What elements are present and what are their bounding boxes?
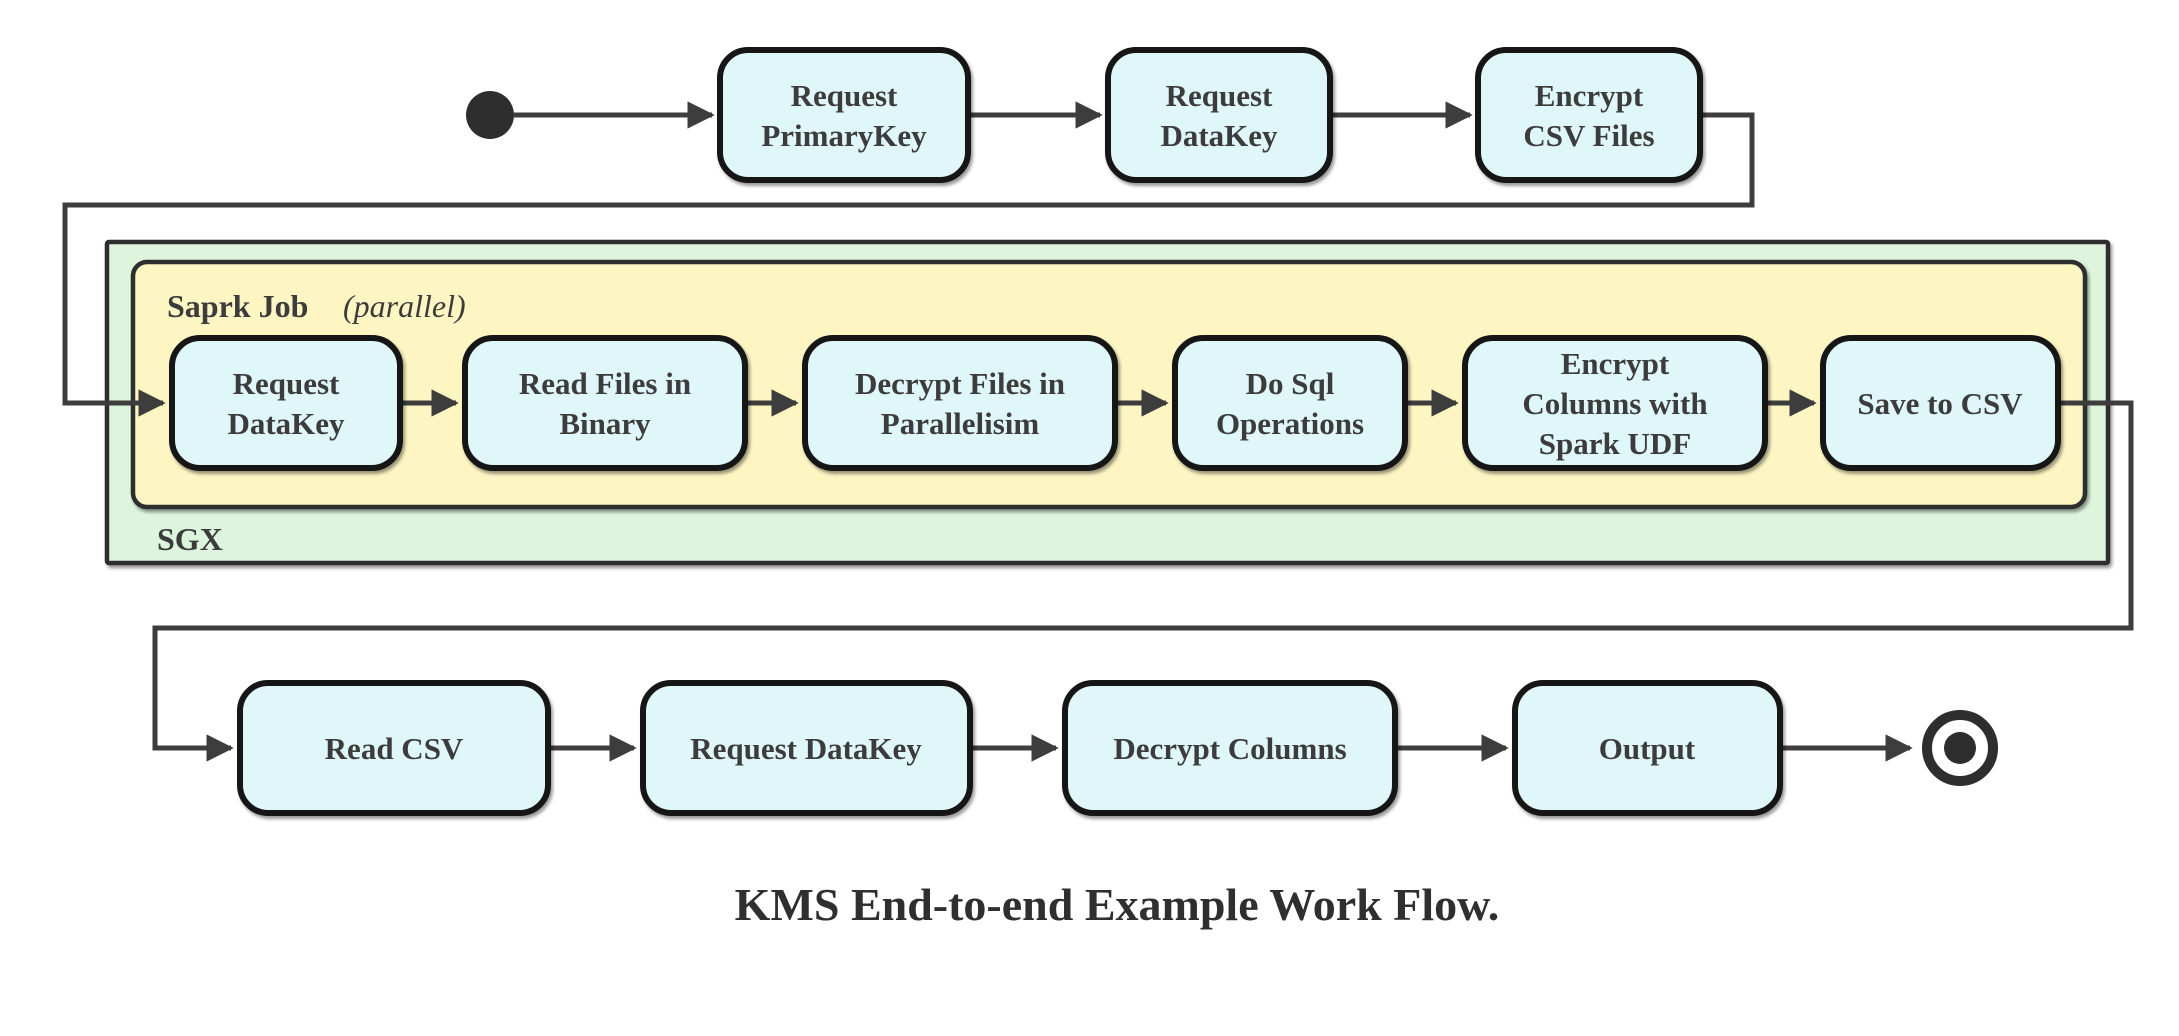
node-label: DataKey	[1160, 118, 1278, 153]
node-box	[640, 680, 973, 816]
node-box	[1512, 680, 1783, 816]
node-label: CSV Files	[1523, 118, 1654, 153]
node-box	[1462, 335, 1768, 471]
node-label: DataKey	[227, 406, 345, 441]
final-state-icon	[1922, 710, 1998, 786]
final-state-dot	[1944, 732, 1976, 764]
node-label: Read Files in	[519, 366, 691, 401]
node-box	[1062, 680, 1398, 816]
node-box	[802, 335, 1118, 471]
node-box	[1172, 335, 1408, 471]
node-box	[717, 47, 971, 183]
node-box	[1475, 47, 1703, 183]
node-label: Spark UDF	[1539, 426, 1691, 461]
node-label: Request	[791, 78, 898, 113]
node-sgx-request-datakey: Request DataKey	[169, 335, 403, 471]
node-save-to-csv: Save to CSV	[1820, 335, 2061, 471]
node-box	[1105, 47, 1333, 183]
node-request-datakey: Request DataKey	[1105, 47, 1333, 183]
node-label: Decrypt Files in	[855, 366, 1065, 401]
node-label: Request	[233, 366, 340, 401]
node-label: Output	[1599, 731, 1696, 766]
edge-encrypt-csv-to-sgx-request-datakey	[62, 112, 1755, 417]
initial-state-icon	[466, 91, 514, 139]
node-label: Request DataKey	[690, 731, 922, 766]
node-request-datakey-2: Request DataKey	[640, 680, 973, 816]
node-encrypt-csv-files: Encrypt CSV Files	[1475, 47, 1703, 183]
node-box	[462, 335, 748, 471]
node-read-files-in-binary: Read Files in Binary	[462, 335, 748, 471]
node-label: Read CSV	[325, 731, 464, 766]
node-label: PrimaryKey	[761, 118, 927, 153]
node-output: Output	[1512, 680, 1783, 816]
node-label: Save to CSV	[1857, 386, 2023, 421]
edge-save-csv-to-read-csv	[152, 400, 2134, 762]
node-read-csv: Read CSV	[237, 680, 551, 816]
node-label: Encrypt	[1535, 78, 1644, 113]
node-label: Request	[1166, 78, 1273, 113]
spark-job-container-qualifier: (parallel)	[343, 288, 466, 324]
sgx-container-label: SGX	[157, 521, 223, 557]
node-box	[169, 335, 403, 471]
node-label: Columns with	[1522, 386, 1707, 421]
node-label: Binary	[559, 406, 651, 441]
node-box	[237, 680, 551, 816]
node-encrypt-columns-with-spark-udf: Encrypt Columns with Spark UDF	[1462, 335, 1768, 471]
node-label: Parallelisim	[881, 406, 1040, 441]
node-label: Encrypt	[1561, 346, 1670, 381]
node-do-sql-operations: Do Sql Operations	[1172, 335, 1408, 471]
node-request-primarykey: Request PrimaryKey	[717, 47, 971, 183]
node-label: Operations	[1216, 406, 1364, 441]
node-decrypt-columns: Decrypt Columns	[1062, 680, 1398, 816]
node-decrypt-files-in-parallelisim: Decrypt Files in Parallelisim	[802, 335, 1118, 471]
diagram-caption: KMS End-to-end Example Work Flow.	[735, 879, 1500, 930]
node-label: Do Sql	[1246, 366, 1335, 401]
spark-job-container-label: Saprk Job	[167, 288, 308, 324]
node-label: Decrypt Columns	[1113, 731, 1346, 766]
node-box	[1820, 335, 2061, 471]
